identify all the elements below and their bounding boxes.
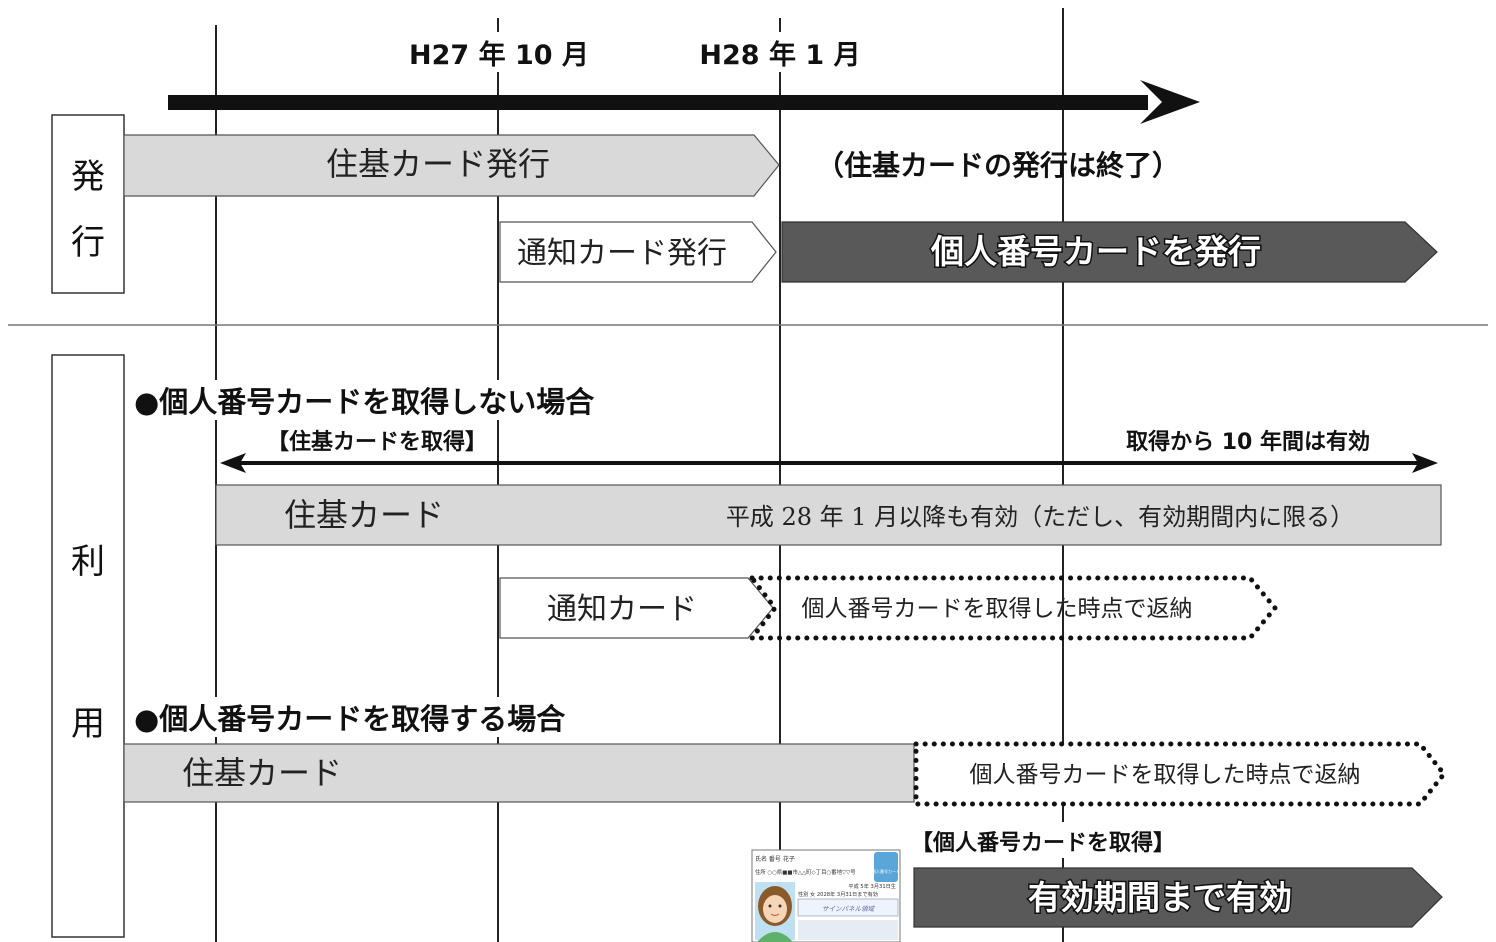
use-label-char-2: 用 [71,704,105,744]
id-card-row4: 性別 女 2028年 3月31日まで有効 [798,890,878,898]
mynumber-validity-bar [913,867,1443,928]
obtain-mynumber-label: 【個人番号カードを取得】 [911,830,1175,856]
case-without-heading: ●個人番号カードを取得しない場合 [134,385,594,419]
juki-card-bar-2 [123,743,915,803]
mynumber-card-illustration: 氏名 番号 花子 住所 ○○県■■市△△町◇丁目○番地▽▽号 個人番号カード 平… [751,849,901,942]
juki-issue-end-note: （住基カードの発行は終了） [816,149,1180,182]
id-card-signature-panel [797,898,899,917]
use-label-char-1: 利 [71,542,105,582]
juki-issue-bar [123,134,780,197]
id-card-row3: 平成 5年 3月31日生 [848,882,896,890]
marker-h28-bg [692,32,868,72]
id-card-badge-icon [874,852,898,882]
valid-10-years-label: 取得から 10 年間は有効 [1126,429,1370,455]
id-card-badge: 個人番号カード [872,868,900,874]
case-without-heading-bg [132,380,626,420]
mynumber-issue-label: 個人番号カードを発行 [930,232,1261,271]
juki-return-dotted-bar [913,741,1448,807]
notice-return-dotted-bar [746,575,1279,641]
marker-h27-bg [410,32,588,72]
case-with-heading: ●個人番号カードを取得する場合 [134,702,565,736]
juki-issue-label: 住基カード発行 [326,145,550,183]
id-card-footer [798,920,898,940]
notice-issue-bar [499,221,777,283]
obtain-juki-label-bg [258,424,496,458]
case-with-heading-bg [132,697,594,737]
id-card-row1: 氏名 番号 花子 [755,855,795,863]
juki-return-note: 個人番号カードを取得した時点で返納 [970,762,1361,788]
marker-h28: H28 年 1 月 [699,39,860,71]
issue-label-char-1: 発 [71,157,105,197]
person-photo-icon [755,882,795,942]
id-card-signature: サインパネル領域 [822,905,876,913]
mynumber-issue-bar [781,221,1438,283]
time-arrow [168,80,1200,124]
obtain-mynumber-label-bg [908,822,1198,858]
notice-return-note: 個人番号カードを取得した時点で返納 [802,596,1193,622]
juki-card-validity-bar [215,484,1442,546]
juki-card-label: 住基カード [284,496,444,534]
notice-card-label: 通知カード [547,592,697,627]
issue-section-label-box [51,114,125,294]
juki-card-label-2: 住基カード [182,754,342,792]
validity-double-arrow [220,453,1438,473]
mynumber-validity-label: 有効期間まで有効 [1028,878,1292,917]
id-card-row2: 住所 ○○県■■市△△町◇丁目○番地▽▽号 [755,868,856,876]
issue-label-char-2: 行 [71,223,105,263]
marker-h27: H27 年 10 月 [409,39,589,71]
use-section-label-box [51,354,125,938]
notice-card-bar [499,577,774,639]
obtain-juki-label: 【住基カードを取得】 [267,429,487,455]
juki-card-note: 平成 28 年 1 月以降も有効（ただし、有効期間内に限る） [726,503,1354,531]
notice-issue-label: 通知カード発行 [517,236,727,271]
